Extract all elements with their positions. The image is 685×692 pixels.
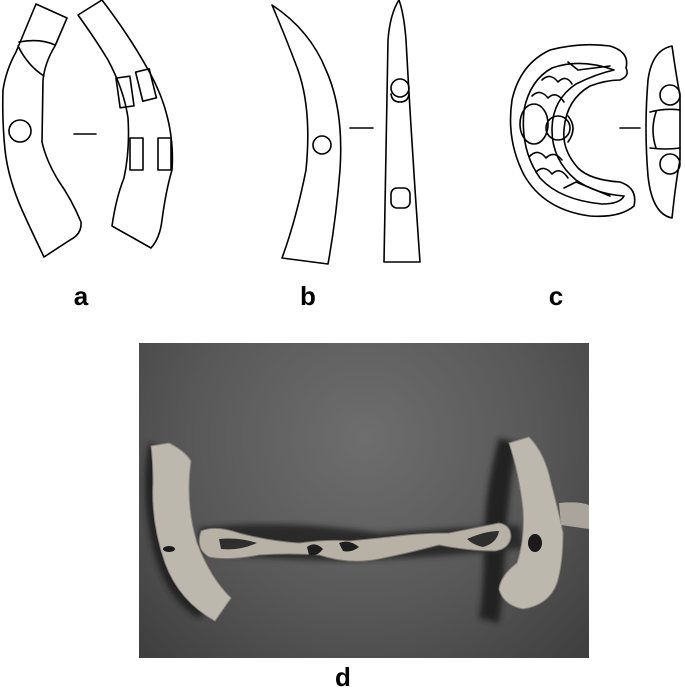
- panel-c-drawing: [509, 43, 681, 219]
- panel-label-a: a: [73, 281, 89, 311]
- panel-a-drawing: [1, 0, 174, 258]
- panel-c: c: [480, 0, 685, 309]
- panel-b-drawing: [271, 0, 421, 265]
- panel-d-photograph: [139, 343, 589, 658]
- panel-a: a: [0, 0, 230, 309]
- panel-label-c: c: [548, 281, 564, 311]
- panel-label-d: d: [335, 662, 351, 692]
- photo-objects: [145, 436, 589, 623]
- panel-b: b: [260, 0, 430, 309]
- panel-label-b: b: [300, 281, 316, 311]
